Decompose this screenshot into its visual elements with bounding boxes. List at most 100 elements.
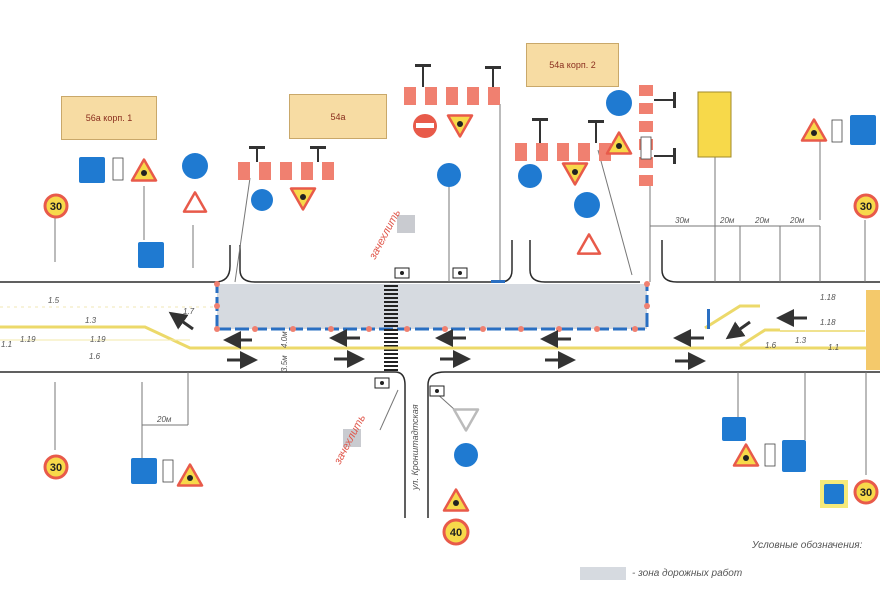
fence-segment <box>557 143 569 161</box>
zebra-stripe <box>384 341 398 343</box>
zebra-stripe <box>384 305 398 307</box>
lane-direction-sign-icon <box>782 440 806 472</box>
distance-label: 30м <box>675 216 690 225</box>
roadwork-figure <box>616 143 622 149</box>
roadwork-figure <box>453 500 459 506</box>
barrier-light <box>366 326 372 332</box>
road-edge-bottom-left <box>0 371 406 518</box>
fence-segment <box>425 87 437 105</box>
fence-stand-base <box>673 148 676 164</box>
cover-label: зачехлить <box>367 207 404 262</box>
distance-plate <box>640 136 652 160</box>
barrier-light <box>644 281 650 287</box>
zebra-stripe <box>384 317 398 319</box>
yield-sign-icon <box>576 233 602 255</box>
fence-segment <box>639 85 653 96</box>
temporary-markings <box>0 290 880 370</box>
zebra-stripe <box>384 365 398 367</box>
speed-limit-sign-icon <box>43 193 69 219</box>
speed-limit-sign-icon <box>442 518 470 546</box>
speed-limit-sign-icon <box>853 193 879 219</box>
marking-label: 1.1 <box>1 340 13 349</box>
arrow-diag <box>725 320 751 340</box>
distance-plate <box>831 119 843 143</box>
roadwork-figure <box>187 475 193 481</box>
road-edge-top-left <box>0 245 231 283</box>
yield-sign-icon <box>452 408 480 432</box>
covered-sign-icon <box>397 215 415 233</box>
marking-label: 1.5 <box>48 296 60 305</box>
roadwork-figure <box>743 455 749 461</box>
fence-segment <box>259 162 271 180</box>
barrier-short <box>491 280 505 283</box>
fence-segment <box>515 143 527 161</box>
distance-label: 20м <box>157 415 172 424</box>
keep-right-sign-icon <box>518 164 542 188</box>
fence-segment <box>599 143 611 161</box>
barrier-light <box>214 303 220 309</box>
fence-segment <box>467 87 479 105</box>
pedestrian-crossing <box>384 285 398 371</box>
distance-label: 20м <box>720 216 735 225</box>
roadwork-figure <box>572 169 578 175</box>
turn-back-sign-icon <box>182 153 208 179</box>
building-56a-1: 56а корп. 1 <box>61 96 157 140</box>
barrier-light <box>480 326 486 332</box>
zebra-stripe <box>384 313 398 315</box>
fence-segment <box>639 175 653 186</box>
distance-label: 20м <box>755 216 770 225</box>
zebra-stripe <box>384 357 398 359</box>
roadwork-figure <box>811 130 817 136</box>
marking-label: 1.1 <box>828 343 840 352</box>
zebra-stripe <box>384 309 398 311</box>
fence-stand-base <box>673 92 676 108</box>
lane-change-sign-icon <box>131 458 157 484</box>
fence-stand-base <box>532 118 548 121</box>
barrier-light <box>290 326 296 332</box>
lane-width-label: 4.0м <box>280 331 289 348</box>
barrier-light <box>632 326 638 332</box>
speed-limit-sign-icon-text: 40 <box>450 527 462 539</box>
fence-stand-base <box>588 120 604 123</box>
zebra-stripe <box>384 349 398 351</box>
zebra-stripe <box>384 369 398 371</box>
road-edge-top-center <box>239 245 400 283</box>
fence-segment <box>578 143 590 161</box>
fence-segment <box>404 87 416 105</box>
cover-label: зачехлить <box>332 412 369 467</box>
barrier-light <box>404 326 410 332</box>
marking-label: 1.6 <box>765 341 777 350</box>
road-edge-bottom-right <box>427 371 880 518</box>
fence-stand-base <box>485 66 501 69</box>
barrier-light <box>644 303 650 309</box>
barrier-short <box>707 309 710 329</box>
sign-posts <box>54 104 867 475</box>
legend-title: Условные обозначения: <box>752 540 863 551</box>
marking-label: 1.19 <box>90 335 106 344</box>
fence-segment <box>322 162 334 180</box>
road-edge-top-far-right <box>661 240 880 283</box>
traffic-light-lamp <box>435 389 439 393</box>
zebra-stripe <box>384 333 398 335</box>
lane-direction-sign-icon <box>722 417 746 441</box>
roadwork-figure <box>300 194 306 200</box>
traffic-light-lamp <box>400 271 404 275</box>
zebra-stripe <box>384 297 398 299</box>
turn-back-sign-icon <box>574 192 600 218</box>
fence-segment <box>639 121 653 132</box>
barrier-light <box>442 326 448 332</box>
keep-left-sign-icon <box>606 90 632 116</box>
keep-right-sign-icon <box>251 189 273 211</box>
legend-swatch-work-zone <box>580 567 626 580</box>
road-edge-top-right <box>529 240 640 283</box>
speed-limit-sign-icon-text: 30 <box>860 201 872 213</box>
marking-label: 1.18 <box>820 318 836 327</box>
barrier-light <box>556 326 562 332</box>
zebra-stripe <box>384 293 398 295</box>
zebra-stripe <box>384 345 398 347</box>
barrier-light <box>328 326 334 332</box>
zebra-stripe <box>384 301 398 303</box>
barrier-light <box>518 326 524 332</box>
fence-segment <box>639 157 653 168</box>
